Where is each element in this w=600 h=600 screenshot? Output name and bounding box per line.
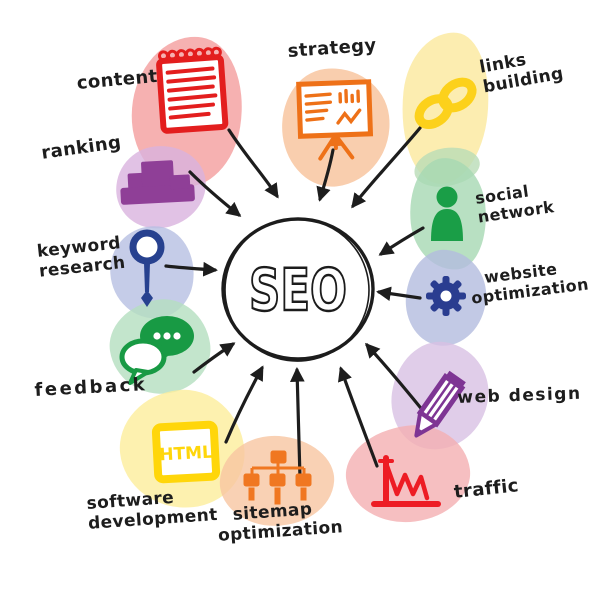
presentation-icon bbox=[296, 79, 374, 161]
pencil-icon bbox=[414, 370, 466, 438]
seo-hub-label: SEO bbox=[249, 256, 347, 324]
podium-icon bbox=[120, 160, 195, 205]
sitemap-tree-icon bbox=[243, 450, 312, 505]
chain-icon bbox=[414, 77, 477, 129]
label-feedback: feedback bbox=[34, 374, 148, 401]
seo-hub: SEO bbox=[221, 217, 375, 362]
chat-bubbles-icon bbox=[119, 316, 194, 385]
label-web-design: web design bbox=[457, 383, 582, 408]
label-software-development: software development bbox=[86, 487, 219, 534]
magnifier-icon bbox=[129, 229, 165, 307]
html-badge-label: HTML bbox=[159, 443, 214, 466]
label-links-building: links building bbox=[478, 49, 566, 98]
label-strategy: strategy bbox=[287, 34, 378, 62]
label-sitemap-optimization: sitemap optimization bbox=[217, 499, 344, 546]
label-website-optimization: website optimization bbox=[470, 259, 590, 308]
person-icon bbox=[431, 186, 463, 241]
label-social-network: social network bbox=[473, 181, 556, 227]
html-badge-icon: HTML bbox=[151, 420, 221, 484]
gear-icon bbox=[426, 276, 466, 316]
line-chart-icon bbox=[371, 455, 441, 507]
notepad-icon bbox=[156, 46, 229, 134]
label-ranking: ranking bbox=[40, 131, 123, 164]
